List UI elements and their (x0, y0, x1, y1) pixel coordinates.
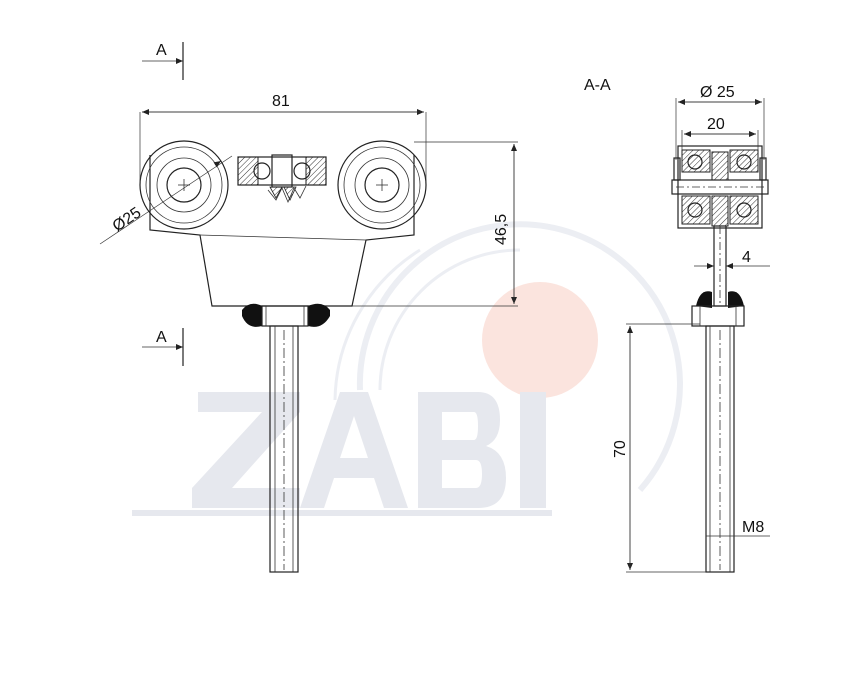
front-view: A A (99, 42, 518, 573)
dim-width-20: 20 (681, 116, 759, 150)
section-nut (691, 291, 745, 327)
dim-label-46-5: 46,5 (493, 214, 510, 245)
dim-diameter-left: Ø25 (99, 155, 233, 245)
watermark-dot (482, 282, 598, 398)
stem (713, 225, 727, 307)
dim-label-70: 70 (612, 440, 629, 458)
dim-height-46-5: 46,5 (352, 141, 518, 307)
dim-diameter-right: Ø 25 (675, 84, 765, 160)
dim-label-diameter-right: Ø 25 (700, 84, 735, 101)
bolt-shank (269, 325, 299, 573)
section-label-top: A (156, 42, 167, 59)
watermark-arc (356, 221, 683, 492)
dim-label-4: 4 (742, 249, 751, 266)
dim-length-70: 70 (612, 323, 706, 573)
left-wheel (139, 140, 229, 230)
dim-label-m8: M8 (742, 519, 764, 536)
watermark-letters (132, 392, 552, 516)
dim-width-81: 81 (139, 93, 427, 182)
dim-label-20: 20 (707, 116, 725, 133)
dim-label-diameter-left: Ø25 (110, 204, 145, 235)
section-marker-bottom: A (142, 328, 184, 366)
section-view: A-A (584, 77, 770, 573)
dim-thread-m8: M8 (706, 519, 770, 537)
right-wheel (337, 140, 427, 230)
carriage-body (149, 155, 415, 307)
bolt-nut (242, 303, 330, 327)
wheel-section (671, 145, 769, 229)
dim-label-81: 81 (272, 93, 290, 110)
section-title: A-A (584, 77, 611, 94)
watermark (132, 221, 683, 516)
section-marker-top: A (142, 42, 184, 80)
section-label-bottom: A (156, 329, 167, 346)
section-bolt (705, 325, 735, 573)
center-bearing (237, 154, 327, 204)
dim-4: 4 (694, 249, 770, 269)
